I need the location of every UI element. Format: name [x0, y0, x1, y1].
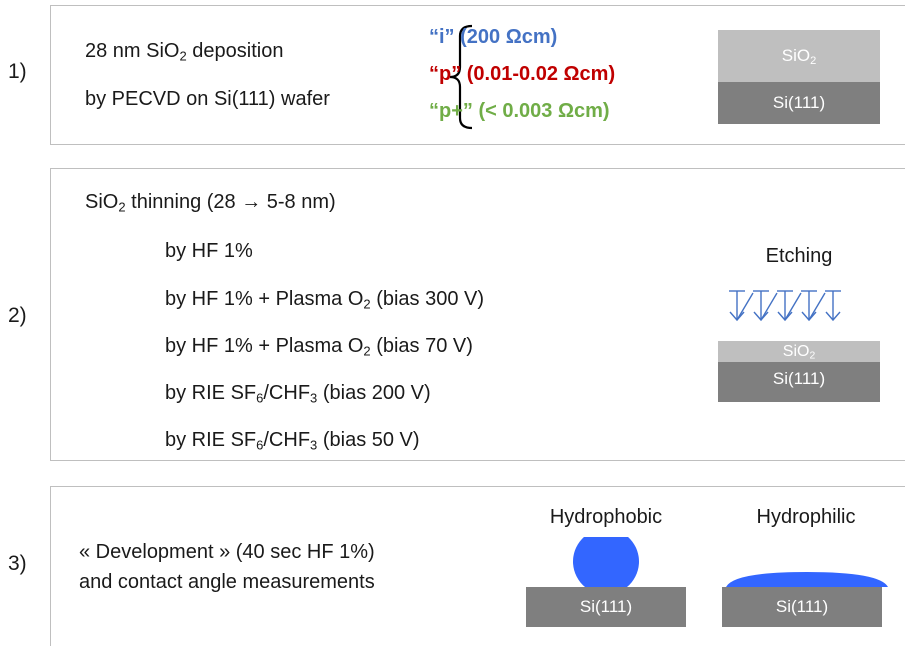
hydrophilic-droplet: [726, 572, 888, 587]
method-hf: by HF 1%: [165, 240, 253, 262]
step-2-panel: SiO2 thinning (28 → 5-8 nm) by HF 1% by …: [50, 168, 905, 461]
curly-brace: [449, 24, 473, 130]
step-1-number: 1): [8, 60, 27, 83]
method-hf-plasma-300: by HF 1% + Plasma O2 (bias 300 V): [165, 288, 485, 312]
thin-sio2-layer: SiO2: [718, 341, 880, 362]
method-rie-200: by RIE SF6/CHF3 (bias 200 V): [165, 382, 431, 406]
etching-arrows-icon: [729, 290, 841, 322]
sio2-layer: SiO2: [718, 30, 880, 82]
hydrophobic-droplet: [573, 537, 639, 587]
hydrophobic-label: Hydrophobic: [549, 506, 663, 528]
resistivity-i: “i” (200 Ωcm): [429, 26, 558, 48]
pecvd-line: by PECVD on Si(111) wafer: [85, 88, 330, 110]
etching-label: Etching: [765, 245, 833, 267]
resistivity-p: “p” (0.01-0.02 Ωcm): [429, 63, 616, 85]
deposition-line: 28 nm SiO2 deposition: [85, 40, 284, 64]
si-substrate: Si(111): [718, 82, 880, 124]
thinning-title: SiO2 thinning (28 → 5-8 nm): [85, 191, 336, 215]
step-2-number: 2): [8, 304, 27, 327]
development-line: « Development » (40 sec HF 1%): [79, 541, 375, 563]
resistivity-p-plus: “p+” (< 0.003 Ωcm): [429, 100, 610, 122]
si-substrate: Si(111): [718, 362, 880, 402]
method-rie-50: by RIE SF6/CHF3 (bias 50 V): [165, 429, 420, 453]
method-hf-plasma-70: by HF 1% + Plasma O2 (bias 70 V): [165, 335, 473, 359]
hydrophilic-substrate: Si(111): [722, 587, 882, 627]
step-3-panel: « Development » (40 sec HF 1%) and conta…: [50, 486, 905, 646]
hydrophobic-substrate: Si(111): [526, 587, 686, 627]
step-1-panel: 28 nm SiO2 deposition by PECVD on Si(111…: [50, 5, 905, 145]
contact-angle-line: and contact angle measurements: [79, 571, 375, 593]
hydrophilic-label: Hydrophilic: [756, 506, 856, 528]
step-3-number: 3): [8, 552, 27, 575]
